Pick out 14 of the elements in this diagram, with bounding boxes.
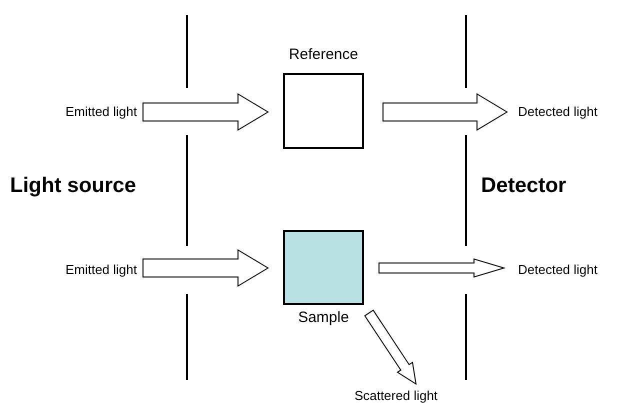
block-arrow — [142, 93, 269, 131]
arrow-label: Scattered light — [346, 388, 446, 403]
box-label: Reference — [288, 46, 360, 64]
arrow-label: Detected light — [518, 262, 618, 278]
block-arrow — [382, 93, 508, 131]
block-arrow — [364, 310, 417, 386]
arrow-label: Emitted light — [40, 262, 137, 278]
block-arrow — [378, 258, 506, 278]
section-label: Light source — [10, 174, 136, 198]
block-arrow — [142, 249, 269, 287]
section-label: Detector — [481, 174, 566, 198]
arrow-label: Emitted light — [40, 104, 137, 120]
box-label: Sample — [297, 309, 350, 327]
arrow-label: Detected light — [518, 104, 618, 120]
